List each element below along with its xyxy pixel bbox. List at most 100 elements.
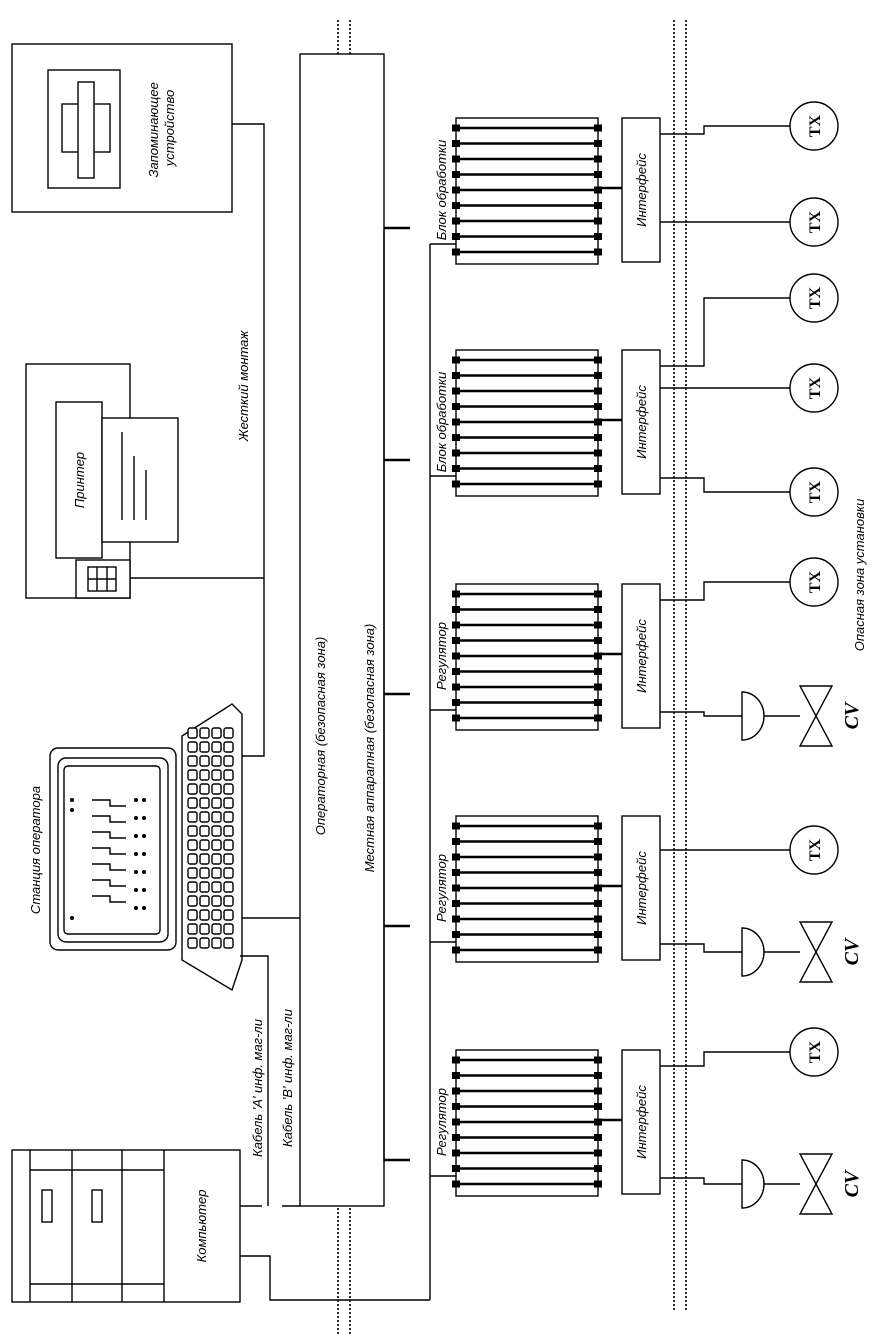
rack-terminal <box>452 155 460 163</box>
rack-terminal <box>452 465 460 472</box>
transmitter-label: TX <box>807 376 824 399</box>
rack-terminal <box>452 403 460 410</box>
key <box>211 797 222 809</box>
key <box>187 937 198 949</box>
control-valve-icon <box>798 921 834 983</box>
transmitter-label: TX <box>807 1040 824 1063</box>
interface-box <box>621 349 661 495</box>
transmitter-label: TX <box>807 480 824 503</box>
rack-terminal <box>594 1072 602 1079</box>
key <box>199 755 210 767</box>
module-type-label: Регулятор <box>434 622 449 690</box>
key <box>211 755 222 767</box>
key <box>187 741 198 753</box>
rack-terminal <box>594 1056 602 1064</box>
key <box>223 909 234 921</box>
key <box>199 811 210 823</box>
interface-box <box>621 583 661 729</box>
rack-terminal <box>452 1087 460 1095</box>
key <box>187 853 198 865</box>
module-type-label: Блок обработки <box>434 140 449 241</box>
key <box>211 923 222 935</box>
rack-terminal <box>452 434 460 441</box>
key <box>223 783 234 795</box>
rack-terminal <box>452 900 460 907</box>
key <box>187 909 198 921</box>
transmitter-icon <box>789 101 839 151</box>
key <box>199 881 210 893</box>
signal-wire <box>660 1051 790 1067</box>
rack-terminal <box>594 853 602 861</box>
key <box>199 825 210 837</box>
rack-terminal <box>594 387 602 395</box>
transmitter-label: TX <box>807 838 824 861</box>
rack-terminal <box>452 480 460 488</box>
signal-wire <box>660 125 790 135</box>
key <box>211 839 222 851</box>
key <box>211 909 222 921</box>
key <box>199 783 210 795</box>
key <box>187 825 198 837</box>
rack-terminal <box>452 124 460 132</box>
key <box>199 853 210 865</box>
rack-terminal <box>452 248 460 256</box>
hard-wiring-label: Жесткий монтаж <box>236 330 251 443</box>
rack-terminal <box>594 637 602 644</box>
key <box>223 937 234 949</box>
rack-terminal <box>594 683 602 691</box>
rack-terminal <box>452 869 460 876</box>
rack-terminal <box>452 931 460 938</box>
rack-terminal <box>594 621 602 629</box>
cable-a-label: Кабель 'A' инф. маг-ли <box>250 1019 265 1157</box>
rack-terminal <box>594 372 602 379</box>
key <box>223 755 234 767</box>
interface-box <box>621 1049 661 1195</box>
key <box>223 741 234 753</box>
key <box>211 895 222 907</box>
key <box>211 727 222 739</box>
key <box>199 797 210 809</box>
module-type-label: Регулятор <box>434 854 449 922</box>
transmitter-icon <box>789 273 839 323</box>
key <box>211 769 222 781</box>
signal-wire <box>660 1177 742 1185</box>
rack-terminal <box>594 233 602 240</box>
rack-terminal <box>594 1134 602 1141</box>
key <box>199 769 210 781</box>
rack-terminal <box>594 403 602 410</box>
operator-station-label: Станция оператора <box>28 786 43 914</box>
rack-terminal <box>594 822 602 830</box>
transmitter-icon <box>789 557 839 607</box>
signal-wire <box>660 711 742 717</box>
rack-terminal <box>452 946 460 954</box>
rack-terminal <box>594 202 602 209</box>
key <box>211 853 222 865</box>
rack-terminal <box>594 699 602 706</box>
key <box>211 937 222 949</box>
key <box>223 881 234 893</box>
rack-terminal <box>452 683 460 691</box>
rack-terminal <box>594 186 602 194</box>
rack-terminal <box>452 1072 460 1079</box>
rack-terminal <box>452 1149 460 1157</box>
actuator-icon <box>741 691 765 741</box>
computer: Компьютер Кабель 'A' инф. маг-ли Кабель … <box>11 955 430 1303</box>
rack-terminal <box>452 822 460 830</box>
key <box>187 811 198 823</box>
key <box>211 741 222 753</box>
local-zone-label: Местная аппаратная (безопасная зона) <box>362 624 377 873</box>
transmitter-label: TX <box>807 286 824 309</box>
interface-box <box>621 117 661 263</box>
key <box>199 727 210 739</box>
rack-terminal <box>594 248 602 256</box>
rack-terminal <box>594 449 602 457</box>
key <box>187 797 198 809</box>
rack-terminal <box>594 434 602 441</box>
interface-label: Интерфейс <box>634 1085 649 1159</box>
transmitter-label: TX <box>807 210 824 233</box>
key <box>211 881 222 893</box>
